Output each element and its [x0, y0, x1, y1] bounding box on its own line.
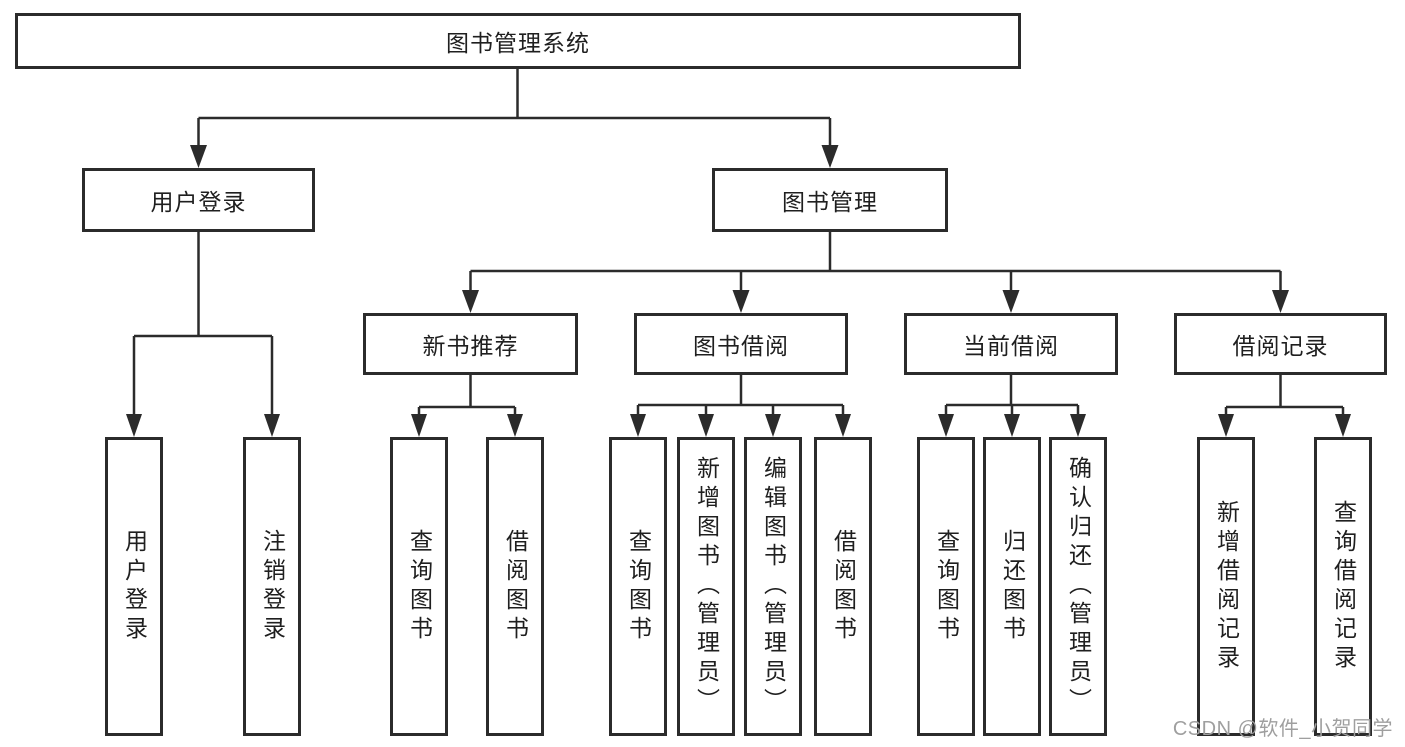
node-label: 借阅图书 [830, 528, 857, 645]
arrow-icon [411, 414, 427, 437]
node-confirm-return-admin: 确认归还（管理员） [1049, 437, 1107, 736]
arrow-icon [1002, 290, 1020, 313]
arrow-icon [1070, 414, 1086, 437]
node-library-management-system: 图书管理系统 [15, 13, 1021, 69]
arrow-icon [630, 414, 646, 437]
node-label: 确认归还（管理员） [1065, 456, 1092, 717]
node-label: 查询图书 [933, 528, 960, 645]
arrow-icon [264, 414, 280, 437]
arrow-icon [507, 414, 523, 437]
connector-management-to-level3 [469, 232, 1282, 295]
arrow-icon [1272, 290, 1289, 313]
arrow-icon [765, 414, 781, 437]
connector-borrow-to-children [636, 375, 845, 419]
node-label: 归还图书 [999, 528, 1026, 645]
node-book-management: 图书管理 [712, 168, 948, 232]
csdn-watermark: CSDN @软件_小贺同学 [1172, 718, 1393, 740]
node-user-login: 用户登录 [82, 168, 315, 232]
node-borrow-books-recommend: 借阅图书 [486, 437, 544, 736]
node-label: 借阅图书 [502, 528, 529, 645]
arrow-icon [698, 414, 714, 437]
connector-records-to-children [1224, 375, 1345, 419]
node-return-books: 归还图书 [983, 437, 1041, 736]
node-label: 用户登录 [121, 528, 148, 645]
connector-current-to-children [944, 375, 1080, 419]
arrow-icon [190, 145, 207, 168]
node-label: 注销登录 [259, 528, 286, 645]
node-add-books-admin: 新增图书（管理员） [677, 437, 735, 736]
node-label: 用户登录 [150, 189, 247, 215]
node-add-borrow-record: 新增借阅记录 [1197, 437, 1255, 736]
node-label: 查询图书 [406, 528, 433, 645]
connector-login-to-children [132, 232, 274, 419]
node-user-login-action: 用户登录 [105, 437, 163, 736]
node-query-books-current: 查询图书 [917, 437, 975, 736]
node-logout-action: 注销登录 [243, 437, 301, 736]
arrow-icon [732, 290, 750, 313]
connector-recommend-to-children [417, 375, 517, 419]
node-label: 当前借阅 [963, 333, 1059, 359]
arrow-icon [126, 414, 142, 437]
node-query-books-borrow: 查询图书 [609, 437, 667, 736]
node-label: 查询借阅记录 [1330, 499, 1357, 674]
arrow-icon [938, 414, 954, 437]
connector-root-to-level2 [197, 69, 832, 150]
node-new-book-recommend: 新书推荐 [363, 313, 578, 375]
node-current-borrow: 当前借阅 [904, 313, 1118, 375]
node-label: 编辑图书（管理员） [760, 456, 787, 717]
arrow-icon [1335, 414, 1351, 437]
arrow-icon [462, 290, 479, 313]
node-label: 借阅记录 [1232, 333, 1329, 359]
arrow-icon [1004, 414, 1020, 437]
arrow-icon [1218, 414, 1234, 437]
node-label: 新增借阅记录 [1213, 499, 1240, 674]
node-label: 查询图书 [625, 528, 652, 645]
node-label: 新增图书（管理员） [693, 456, 720, 717]
node-label: 图书管理 [782, 189, 878, 215]
node-label: 图书借阅 [693, 333, 789, 359]
node-edit-books-admin: 编辑图书（管理员） [744, 437, 802, 736]
arrow-icon [821, 145, 839, 168]
node-borrow-records: 借阅记录 [1174, 313, 1387, 375]
arrowheads [126, 145, 1351, 437]
node-query-borrow-record: 查询借阅记录 [1314, 437, 1372, 736]
node-label: 图书管理系统 [446, 30, 590, 56]
arrow-icon [835, 414, 851, 437]
node-label: 新书推荐 [422, 333, 519, 359]
node-query-books-recommend: 查询图书 [390, 437, 448, 736]
node-borrow-books: 借阅图书 [814, 437, 872, 736]
node-book-borrow: 图书借阅 [634, 313, 848, 375]
